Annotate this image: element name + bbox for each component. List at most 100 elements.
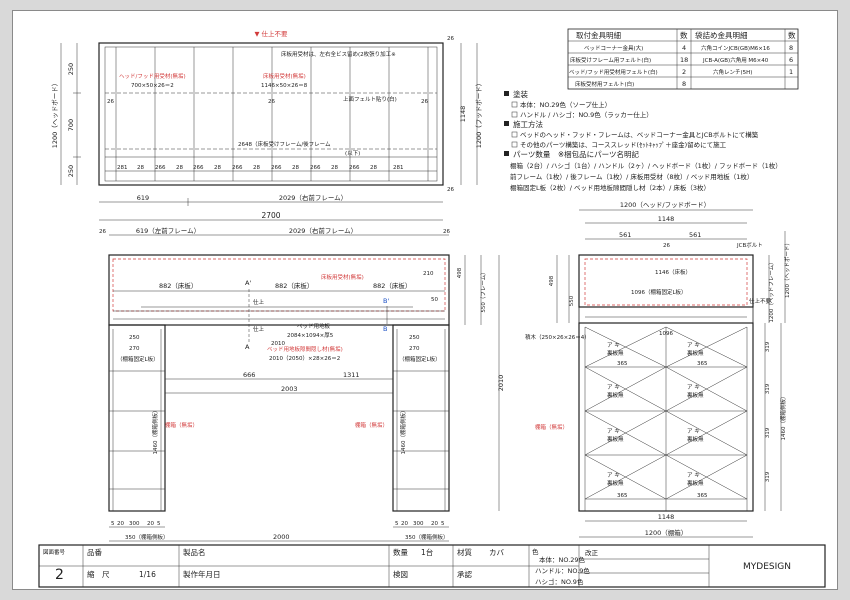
drawing-no: 2 [55,567,64,583]
front-dim-270-left: 270 [129,346,140,352]
qty-label: 数量 [393,547,408,557]
front-dim-26-right: 26 [443,229,450,235]
notes-parts-title: パーツ数量 ※梱包品にパーツ名明記 [513,149,639,159]
front-dim-550: 550（フレーム） [480,269,487,312]
bay-dim: 266 [349,165,360,171]
front-bottom-dim: 300 [413,521,424,527]
material-label: 材質 [457,547,472,557]
section-mark-b-top: B' [383,297,389,305]
side-dim-319: 319 [765,427,771,438]
front-dim-498: 498 [457,267,463,278]
front-side-right: 1460（棚箱側板） [399,408,407,455]
cell-label: 裏板無 [607,435,624,443]
side-dim-1096-fix: 1096（棚箱固定L板） [631,288,687,296]
front-bottom-dim: 20 [401,521,408,527]
color-label: 色 [532,547,539,556]
title-block: 図面番号 2 品番 製品名 数量 1台 材質 カバ 色 本体：NO.29色 ハン… [38,544,826,588]
table-header-1: 取付金具明細 [576,30,621,40]
color-handle: ハンドル：NO.9色 [535,566,590,575]
front-dim-2003: 2003 [281,385,298,393]
plan-dim-2029: 2029（右前フレーム） [279,193,347,202]
plan-floor-receiver-dim: 1146×50×26＝8 [261,83,308,89]
cell-label: ア キ [687,384,700,391]
section-mark-b-bottom: B [383,325,387,333]
table-header-4: 数 [788,30,796,40]
plan-dim-26: 26 [447,36,454,42]
bay-dim: 28 [253,165,260,171]
side-dim-365: 365 [617,493,628,499]
revision-label: 改正 [585,548,599,557]
notes-paint-1: 本体：NO.29色（ソープ仕上） [520,100,611,109]
bay-dim: 28 [137,165,144,171]
table-cell: ベッド/フッド用受材用フェルト(白) [569,68,658,76]
table-cell: 床板受けフレーム用フェルト(白) [570,56,651,64]
side-jcb: JCBボルト [736,241,763,249]
front-elevation: 26 619（左前フレーム） 2029（右前フレーム） 26 床板用受材(無垢)… [99,226,505,542]
cell-label: ア キ [607,342,620,349]
notes-method-title: 施工方法 [513,119,543,129]
cell-label: ア キ [687,472,700,479]
side-dim-319: 319 [765,341,771,352]
plan-dim-1200-right: 1200（フッドボード） [475,80,483,149]
front-gap-filler: ベッド用地板隙間隠し材(無垢) [267,345,343,353]
cell-label: 裏板無 [687,391,704,399]
plan-dim-26: 26 [421,99,428,105]
side-dim-1200-bottom: 1200（棚箱） [645,528,688,537]
color-main: 本体：NO.29色 [539,555,586,564]
table-cell: 床板受材用フェルト(白) [575,80,634,88]
table-header-2: 数 [680,30,688,40]
plan-view: ▼ 仕上不要 床板用受材は、左右全ビス留め(2枚張り加工※ ヘッド/フッド用受材… [51,29,483,221]
plan-dim-26: 26 [268,99,275,105]
plan-dim-619: 619 [137,194,149,202]
front-bottom-dim: 20 [117,521,124,527]
bay-dim: 281 [393,165,404,171]
material-value: カバ [489,548,504,557]
bay-dim: 266 [155,165,166,171]
plan-dim-26: 26 [107,99,114,105]
table-header-3: 袋詰め金具明細 [695,30,748,40]
front-bottom-dim: 20 [431,521,438,527]
cell-label: 裏板無 [607,391,624,399]
approve-label: 承認 [457,569,472,579]
side-dim-319: 319 [765,383,771,394]
side-dim-561-right: 561 [689,231,701,239]
check-label: 検図 [393,569,408,579]
front-bottom-dim: 300 [129,521,140,527]
front-dim-2000: 2000 [273,533,290,541]
front-bottom-dim: 20 [147,521,154,527]
side-dim-26: 26 [663,243,670,249]
front-dim-270-right: 270 [409,346,420,352]
notes-parts-2: 前フレーム（1枚）/ 後フレーム（1枚）/ 床板用受材（8枚）/ ベッド用地板（… [510,172,753,181]
side-dim-498: 498 [549,275,555,286]
cell-label: ア キ [607,384,620,391]
section-mark-a-top: A' [245,279,251,287]
cell-label: 裏板無 [687,435,704,443]
front-dim-882-mid: 882（床板） [275,281,313,290]
front-bottom-dim: 5 [111,521,115,527]
notes-paint-title: 塗装 [513,89,528,99]
front-shelf-right: 棚箱（無垢） [355,421,388,429]
notes-method-2: その他のパーツ構築は、コーススレッド(ｾｯﾄｷｬｯﾌﾟ＋座金)留めにて施工 [520,140,727,149]
drawing-sheet: 取付金具明細 数 袋詰め金具明細 数 ベッドコーナー金具(大) 4 六角コインJ… [12,10,838,590]
notes-block: 塗装 本体：NO.29色（ソープ仕上） ハンドル / ハシゴ：NO.9色（ラッカ… [504,89,782,192]
item-label: 品番 [87,547,102,557]
bay-dim: 28 [292,165,299,171]
cell-label: 裏板無 [607,479,624,487]
plan-head-receiver: ヘッド/フッド用受材(無垢) [119,72,186,80]
front-gap-filler-dim: 2010（2050）×28×26＝2 [269,355,340,362]
side-dim-1146: 1146（床板） [655,268,691,276]
front-floor-receiver: 床板用受材(無垢) [321,273,364,281]
front-dim-2029: 2029（右前フレーム） [289,226,357,235]
front-dim-250-left: 250 [129,335,140,341]
table-cell: 8 [682,80,686,88]
plan-dim-1148: 1148 [459,106,467,123]
plan-felt: 上面フェルト貼り(白) [343,95,397,103]
side-dim-1148: 1148 [658,215,675,223]
side-vert-bed: 1200（ベッドフレーム） [768,259,775,322]
front-dim-350-left: 350（棚箱側板） [125,533,169,541]
front-dim-2010: 2010 [497,375,505,392]
plan-dim-1200: 1200（ヘッドボード） [51,80,59,149]
table-cell: 1 [789,68,793,76]
plan-frame-label: 2648（床板受けフレーム/後フレーム [238,140,331,148]
front-dim-882-left: 882（床板） [159,281,197,290]
